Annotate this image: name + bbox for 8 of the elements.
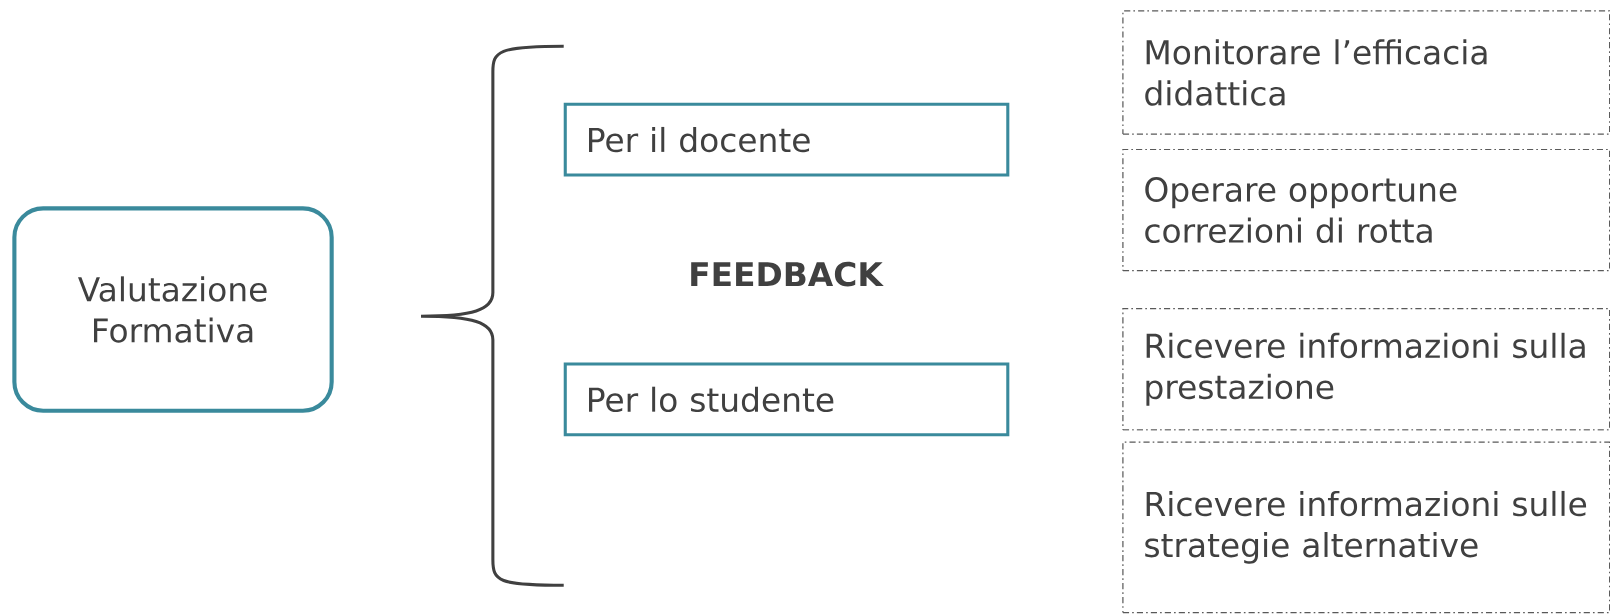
dashed-box: Ricevere informazioni sulle strategie alternative: [1122, 441, 1610, 614]
section-label: FEEDBACK: [691, 261, 884, 287]
dashed-box: Monitorare l’efficacia didattica: [1122, 10, 1610, 135]
category-box: Per lo studente: [563, 362, 1010, 437]
dashed-box: Ricevere informazioni sulla prestazione: [1122, 308, 1610, 431]
category-box: Per il docente: [563, 102, 1010, 177]
rounded-box: Valutazione Formativa: [12, 206, 334, 413]
dashed-box: Operare opportune correzioni di rotta: [1122, 148, 1610, 272]
